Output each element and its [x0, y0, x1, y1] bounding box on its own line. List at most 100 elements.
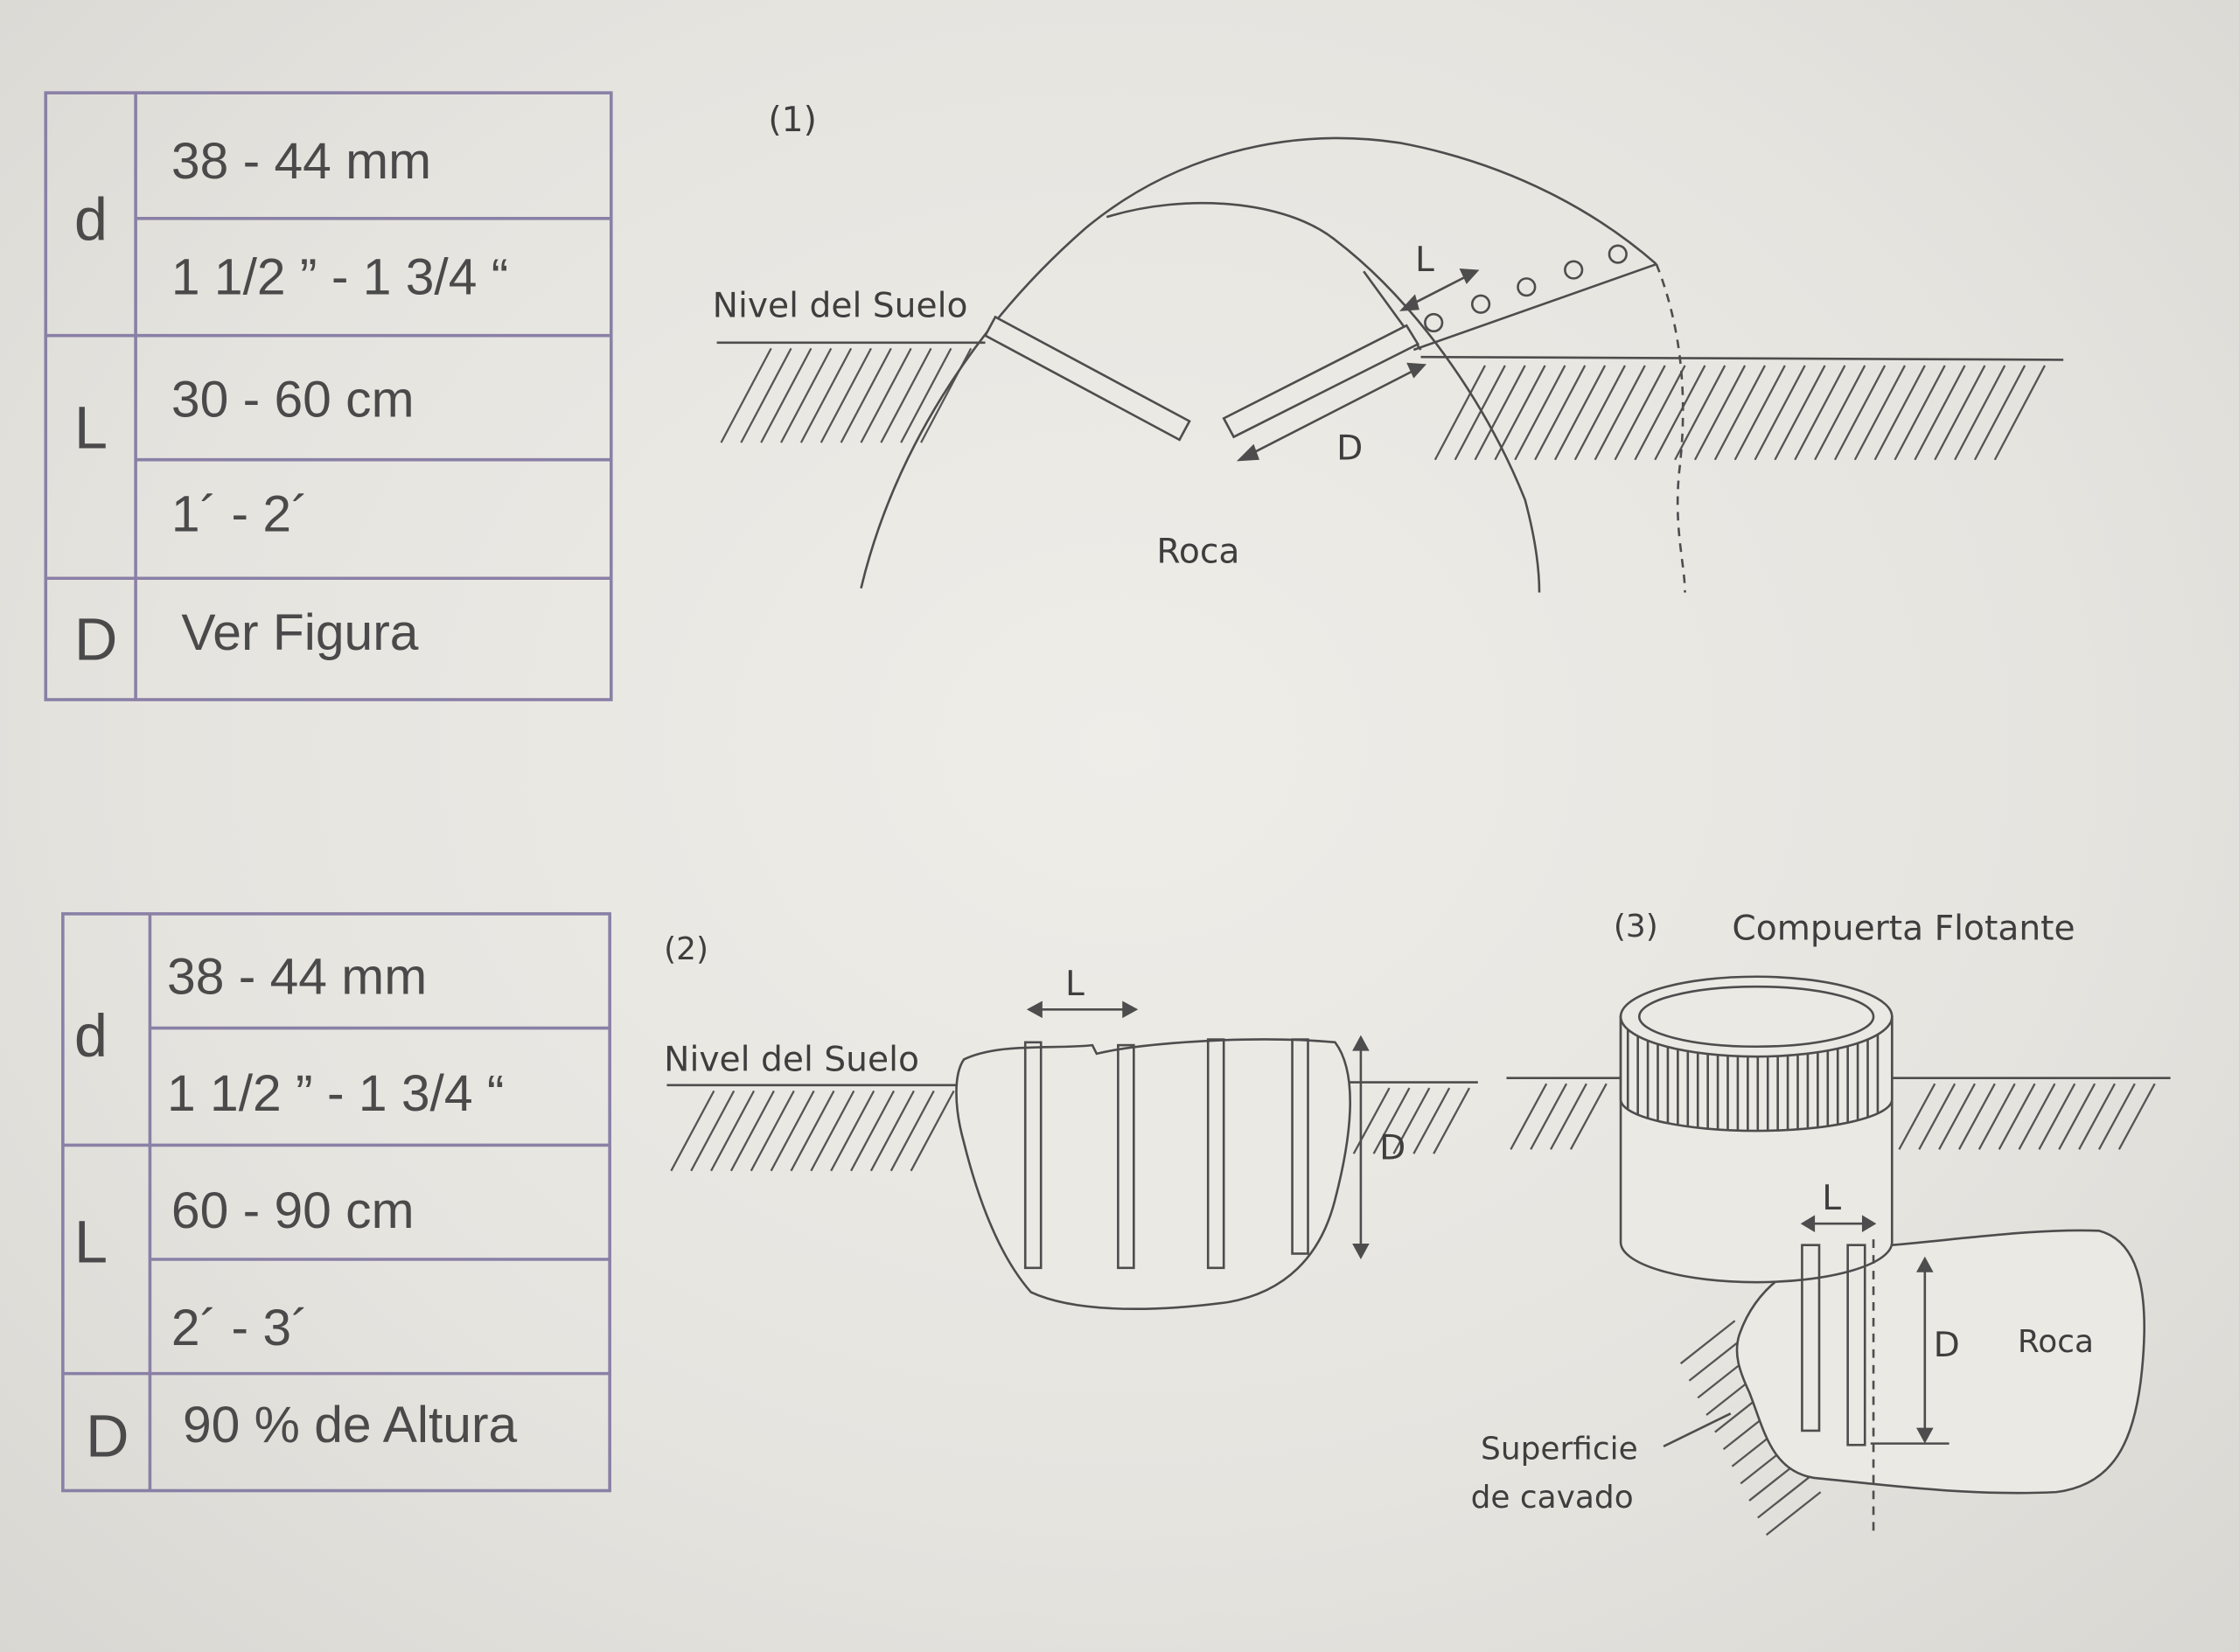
arrowhead	[1352, 1244, 1370, 1260]
rock-outline	[955, 1038, 1351, 1311]
arrowhead	[1459, 268, 1480, 284]
hatch-line	[1510, 1083, 1548, 1150]
hatch-line	[900, 347, 952, 443]
drill-hole	[1291, 1038, 1309, 1255]
drill-hole	[1117, 1043, 1135, 1270]
hatch-line	[1973, 365, 2026, 461]
hatch-line	[1713, 365, 1766, 461]
symbol-L: L	[74, 1208, 108, 1275]
depth-label: D	[1336, 429, 1363, 469]
hatch-line	[760, 347, 813, 443]
rock-label: Roca	[1156, 532, 1239, 571]
hatch-line	[1514, 365, 1566, 461]
ground-level-label: Nivel del Suelo	[713, 286, 968, 325]
hatch-line	[1674, 365, 1726, 461]
length-label: L	[1415, 240, 1434, 280]
hatch-line	[690, 1090, 736, 1172]
boulder-inner-outline	[1106, 201, 1541, 593]
hatch-line	[1934, 365, 1986, 461]
hatch-line	[889, 1090, 935, 1172]
hatch-line	[1688, 1336, 1745, 1382]
hatch-line	[1914, 365, 1966, 461]
hatch-line	[850, 1090, 896, 1172]
symbol-L: L	[74, 394, 108, 462]
arrowhead	[1406, 362, 1427, 379]
diameter-imperial: 1 1/2 ” - 1 3/4 “	[171, 248, 508, 305]
hatch-line	[1474, 365, 1526, 461]
hatch-line	[1894, 365, 1946, 461]
drill-hole-marker	[1470, 294, 1491, 314]
hatch-line	[1765, 1491, 1822, 1537]
arrowhead	[1399, 294, 1419, 311]
arrowhead	[1916, 1427, 1934, 1444]
drill-hole-marker	[1608, 244, 1628, 264]
hatch-line	[1454, 365, 1506, 461]
depth-label: D	[1934, 1326, 1960, 1365]
length-label: L	[1822, 1179, 1841, 1218]
hatch-line	[1998, 1083, 2036, 1150]
figure-title: Compuerta Flotante	[1732, 909, 2075, 948]
hatch-line	[1573, 365, 1626, 461]
hatch-line	[780, 347, 833, 443]
drill-hole	[1801, 1244, 1821, 1432]
hatch-line	[1954, 365, 2006, 461]
hatch-line	[1853, 365, 1906, 461]
hatch-line	[1918, 1083, 1957, 1150]
symbol-D: D	[74, 605, 118, 673]
hatch-line	[830, 1090, 875, 1172]
drill-hole	[1206, 1038, 1225, 1270]
hatch-line	[860, 347, 912, 443]
drill-hole-marker	[1424, 312, 1444, 333]
hatch-line	[1814, 365, 1866, 461]
arrowhead	[1352, 1035, 1370, 1051]
hatch-line	[2018, 1083, 2056, 1150]
hatch-line	[2058, 1083, 2096, 1150]
depth-arrow	[1245, 367, 1419, 458]
hatch-line	[770, 1090, 815, 1172]
hatch-line	[869, 1090, 915, 1172]
depth-label: D	[1379, 1129, 1405, 1168]
hatch-line	[1679, 1320, 1736, 1365]
hatch-line	[810, 1090, 855, 1172]
hatch-line	[1372, 1087, 1411, 1154]
length-metric: 30 - 60 cm	[171, 372, 415, 429]
hatch-line	[1898, 1083, 1936, 1150]
hatch-line	[1873, 365, 1926, 461]
ground-hatch	[720, 347, 2046, 461]
table-border	[61, 912, 611, 1493]
figure-1-boulder: (1) Nivel del Suelo L D Roca	[713, 101, 2064, 593]
ground-hatch	[670, 1087, 1471, 1172]
hatch-line	[720, 347, 772, 443]
hatch-line	[729, 1090, 775, 1172]
symbol-D: D	[86, 1402, 129, 1469]
figure-number: (3)	[1614, 909, 1658, 944]
hatch-line	[2038, 1083, 2076, 1150]
symbol-d: d	[74, 185, 108, 253]
symbol-d: d	[74, 1002, 108, 1070]
hatch-line	[2097, 1083, 2136, 1150]
hatch-line	[820, 347, 872, 443]
hatch-line	[799, 347, 853, 443]
surface-label: de cavado	[1471, 1480, 1634, 1516]
hatch-line	[2078, 1083, 2116, 1150]
length-arrow	[1405, 273, 1472, 309]
hatch-line	[1754, 365, 1806, 461]
drill-hole-marker	[1517, 277, 1537, 297]
length-metric: 60 - 90 cm	[171, 1182, 415, 1239]
hatch-line	[1412, 1087, 1451, 1154]
arrowhead	[1026, 1000, 1043, 1019]
drill-hole	[1023, 1041, 1043, 1270]
hatch-line	[710, 1090, 756, 1172]
hatch-line	[1654, 365, 1706, 461]
ground-level-label: Nivel del Suelo	[664, 1041, 919, 1080]
table-border	[44, 91, 613, 701]
arrowhead	[1236, 443, 1259, 462]
drill-hole	[1846, 1244, 1866, 1446]
diameter-metric: 38 - 44 mm	[171, 133, 431, 190]
figure-number: (2)	[664, 931, 708, 967]
arrowhead	[1122, 1000, 1139, 1019]
boulder-outline	[860, 136, 1657, 589]
hatch-line	[1530, 1083, 1568, 1150]
hatch-line	[670, 1090, 715, 1172]
drill-hole-marker	[1564, 260, 1584, 280]
